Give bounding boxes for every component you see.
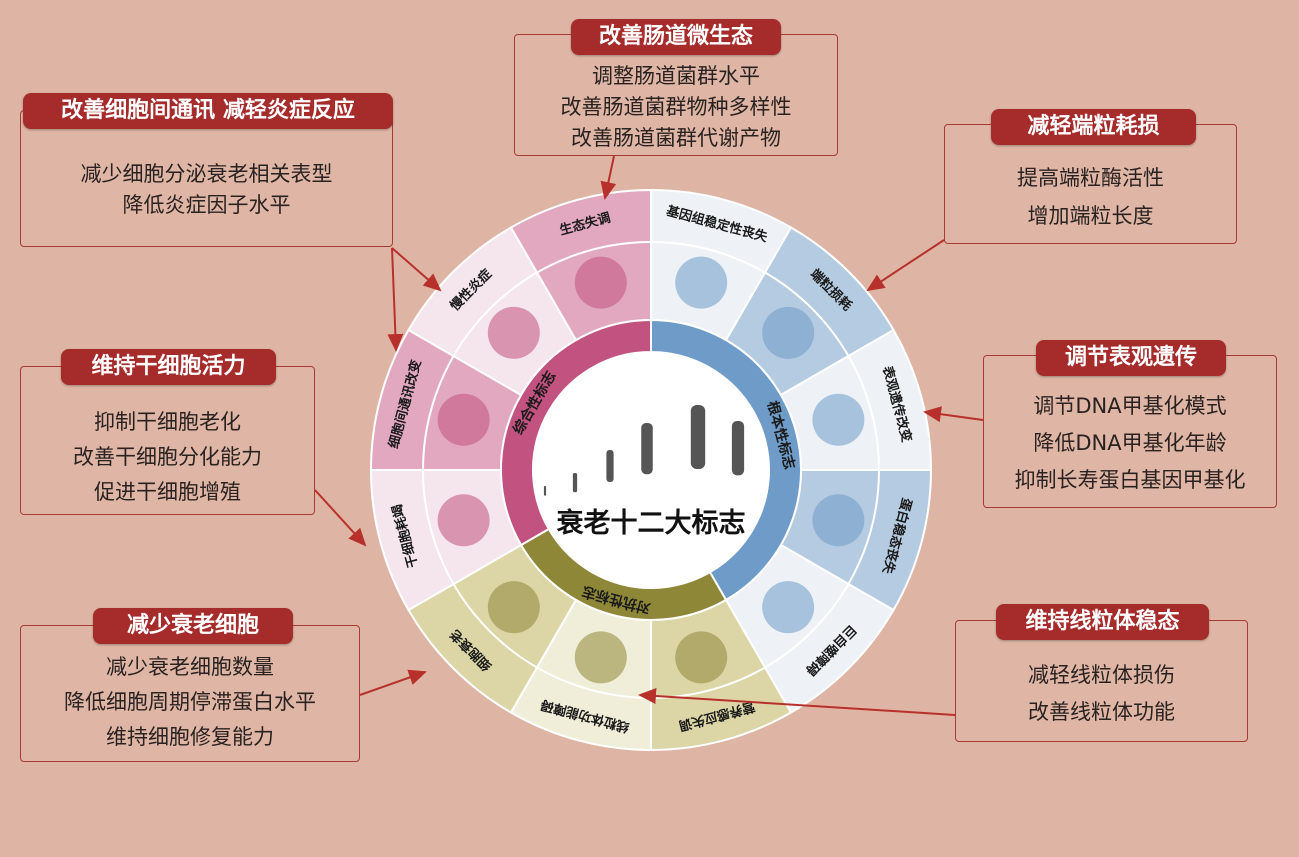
human-silhouette-icon [572, 473, 578, 493]
box-line: 改善干细胞分化能力 [73, 445, 262, 469]
box-intercellular: 改善细胞间通讯 减轻炎症反应 减少细胞分泌衰老相关表型降低炎症因子水平 [20, 93, 393, 247]
hallmark-illustration-icon [762, 306, 815, 359]
box-title: 减轻端粒耗损 [991, 109, 1196, 145]
box-stem-cell: 维持干细胞活力 抑制干细胞老化改善干细胞分化能力促进干细胞增殖 [20, 349, 315, 515]
box-line: 增加端粒长度 [1027, 204, 1154, 228]
arrow [638, 688, 956, 716]
box-epigenetics: 调节表观遗传 调节DNA甲基化模式降低DNA甲基化年龄抑制长寿蛋白基因甲基化 [983, 340, 1277, 508]
box-line: 促进干细胞增殖 [94, 480, 241, 504]
hallmark-illustration-icon [812, 494, 865, 547]
hallmark-illustration-icon [437, 494, 490, 547]
human-silhouette-icon [690, 405, 706, 469]
arrow [600, 155, 617, 200]
box-senescent-cells: 减少衰老细胞 减少衰老细胞数量降低细胞周期停滞蛋白水平维持细胞修复能力 [20, 608, 360, 762]
box-mitochondria: 维持线粒体稳态 减轻线粒体损伤改善线粒体功能 [955, 604, 1248, 742]
box-line: 改善肠道菌群代谢产物 [571, 126, 781, 150]
box-line: 调节DNA甲基化模式 [1033, 394, 1227, 418]
arrow [866, 239, 945, 292]
hallmark-illustration-icon [574, 631, 627, 684]
hallmark-illustration-icon [762, 581, 815, 634]
hallmark-illustration-icon [675, 631, 728, 684]
box-title: 改善细胞间通讯 减轻炎症反应 [23, 93, 393, 129]
box-title: 调节表观遗传 [1036, 340, 1226, 376]
human-silhouette-icon [641, 423, 653, 475]
human-silhouette-icon [731, 421, 745, 476]
box-line: 提高端粒酶活性 [1017, 166, 1164, 190]
box-line: 减少衰老细胞数量 [106, 655, 274, 679]
box-line: 降低细胞周期停滞蛋白水平 [64, 690, 316, 714]
box-title: 改善肠道微生态 [571, 19, 781, 55]
hallmark-illustration-icon [487, 306, 540, 359]
box-title: 维持线粒体稳态 [996, 604, 1209, 640]
box-title: 维持干细胞活力 [61, 349, 276, 385]
human-silhouette-icon [606, 450, 614, 482]
hallmark-illustration-icon [437, 393, 490, 446]
hallmark-illustration-icon [675, 256, 728, 309]
hallmark-illustration-icon [574, 256, 627, 309]
hallmark-illustration-icon [812, 393, 865, 446]
box-microbiome: 改善肠道微生态 调整肠道菌群水平改善肠道菌群物种多样性改善肠道菌群代谢产物 [514, 19, 838, 156]
box-line: 减少细胞分泌衰老相关表型 [80, 162, 333, 186]
box-line: 降低DNA甲基化年龄 [1033, 431, 1227, 455]
arrow [391, 247, 442, 292]
arrow [359, 669, 427, 696]
box-line: 降低炎症因子水平 [122, 193, 291, 217]
box-line: 维持细胞修复能力 [106, 725, 274, 749]
box-line: 改善线粒体功能 [1028, 700, 1175, 724]
center-title: 衰老十二大标志 [557, 507, 746, 539]
box-line: 改善肠道菌群物种多样性 [560, 95, 792, 119]
arrow [314, 489, 367, 547]
box-line: 抑制长寿蛋白基因甲基化 [1014, 468, 1246, 492]
box-title: 减少衰老细胞 [93, 608, 293, 644]
hallmark-illustration-icon [487, 581, 540, 634]
human-silhouette-icon [543, 486, 547, 496]
arrow [923, 406, 984, 423]
box-line: 抑制干细胞老化 [94, 410, 241, 434]
box-line: 调整肠道菌群水平 [592, 64, 760, 88]
box-telomere: 减轻端粒耗损 提高端粒酶活性增加端粒长度 [944, 109, 1237, 244]
box-line: 减轻线粒体损伤 [1028, 663, 1175, 687]
arrow [387, 247, 404, 352]
